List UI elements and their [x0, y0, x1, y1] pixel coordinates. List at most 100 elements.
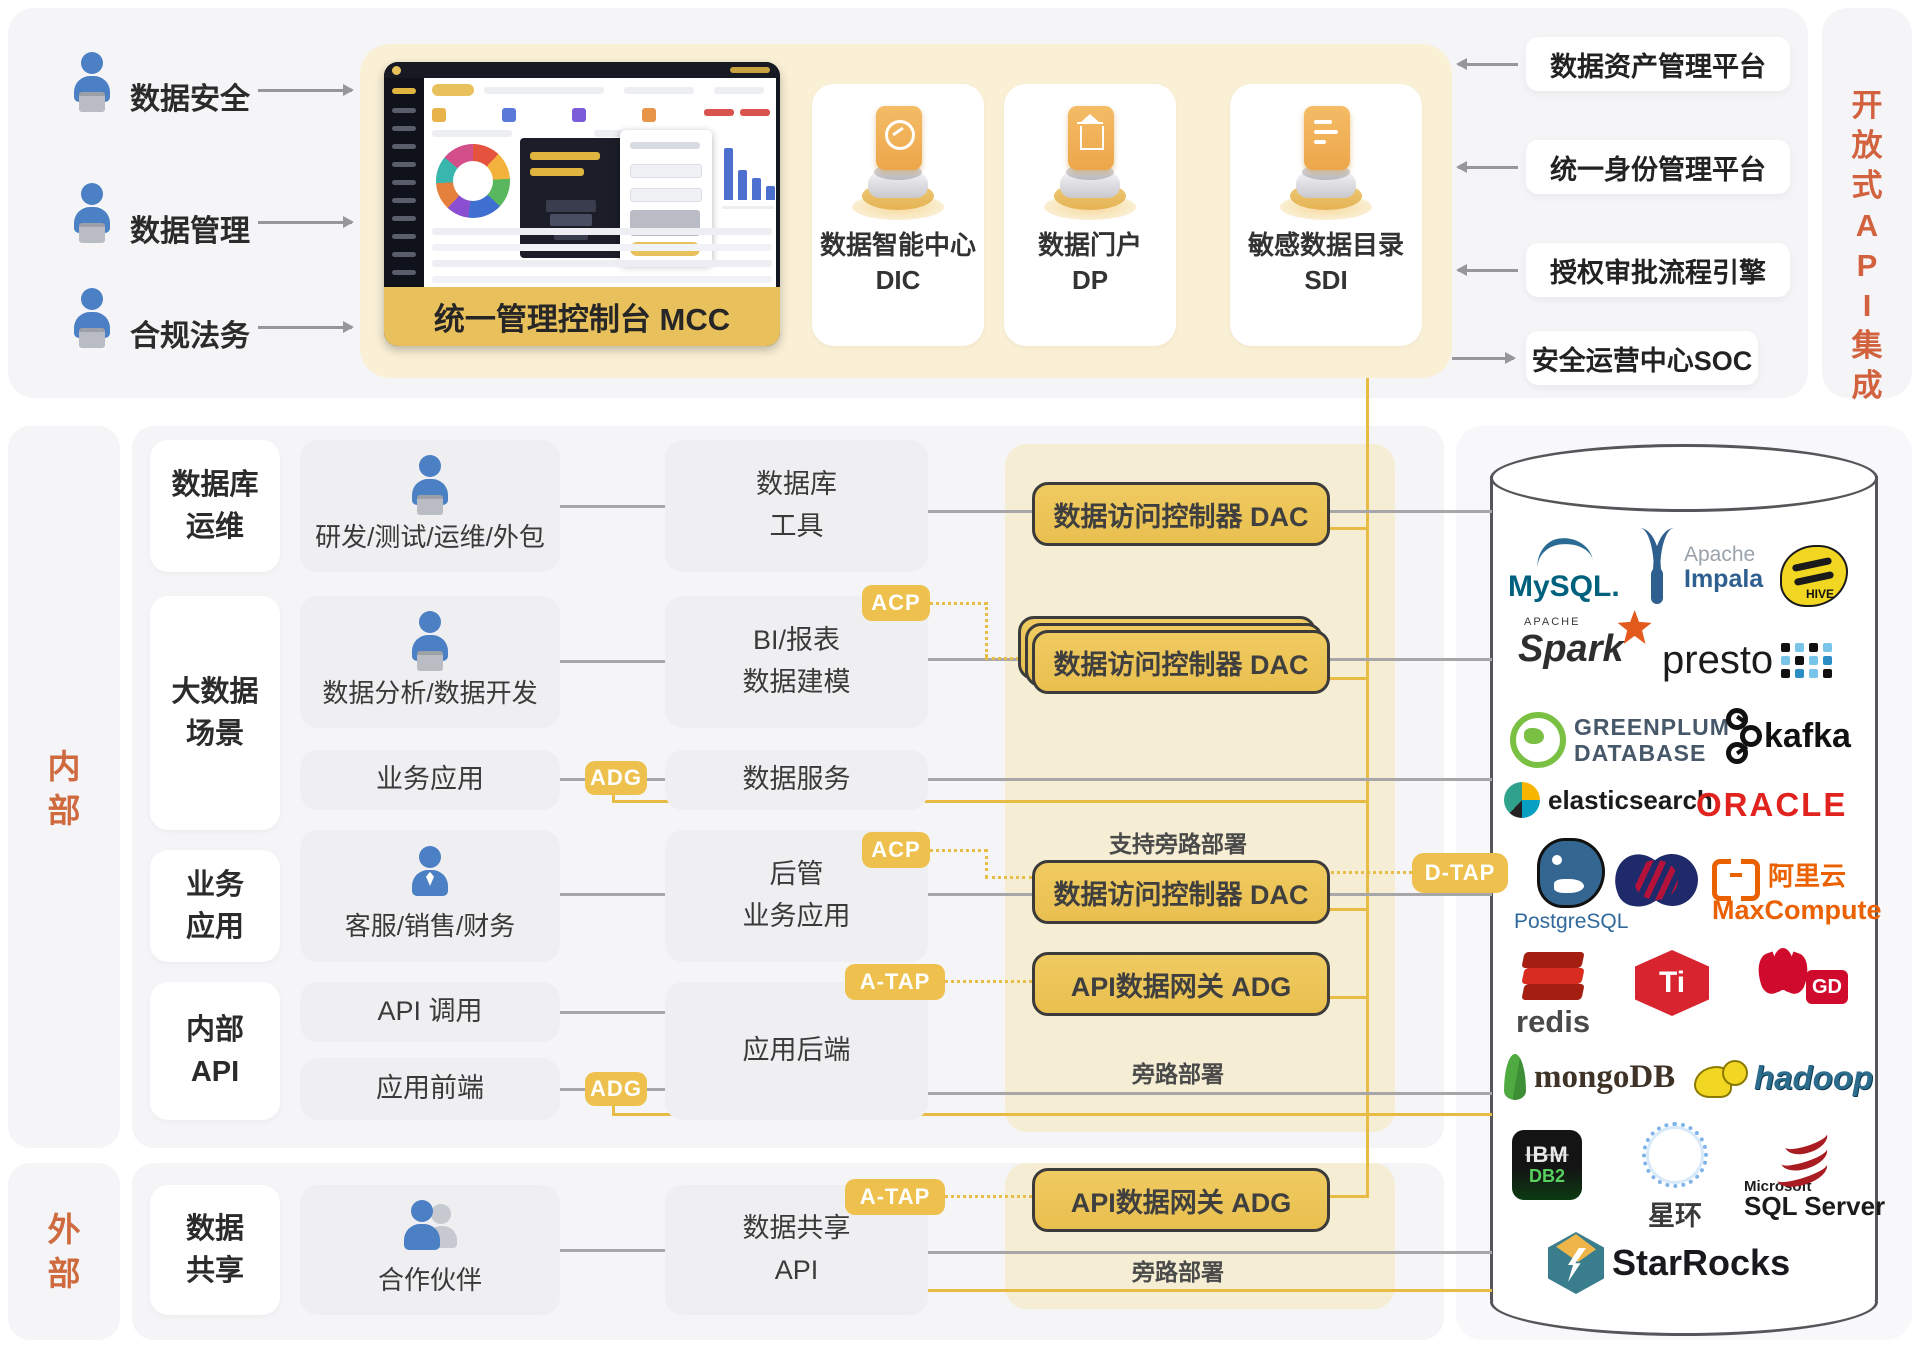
logo-tidb: Ti [1635, 950, 1709, 1016]
dac-box-2[interactable]: 数据访问控制器 DAC [1032, 630, 1330, 694]
module-card-sdi[interactable]: 敏感数据目录 SDI [1230, 84, 1422, 346]
bypass-elbow [612, 1105, 615, 1115]
logo-redis: redis [1516, 952, 1590, 1040]
logo-sqlserver: Microsoft SQL Server [1744, 1121, 1885, 1222]
acp-badge-bi: ACP [862, 585, 930, 621]
logo-spark: APACHE Spark [1518, 610, 1652, 671]
catalog-chip-icon [1266, 98, 1386, 228]
arrow-right-icon [1452, 352, 1516, 364]
login-card [620, 130, 712, 264]
control-link [1324, 908, 1366, 911]
user-label: 数据安全 [130, 83, 250, 116]
acp-dashed-link [930, 602, 987, 605]
group-label-business: 业务应用 [150, 850, 280, 962]
control-vertical-line [1366, 378, 1369, 1198]
starrocks-cube-icon [1548, 1232, 1604, 1294]
bypass-note-1: 旁路部署 [1132, 1061, 1224, 1087]
middle-box-db-tools: 数据库工具 [665, 440, 928, 572]
arrow-left-icon [1456, 161, 1518, 173]
module-name: 数据门户 [1037, 230, 1142, 260]
integration-box-approval-engine[interactable]: 授权审批流程引擎 [1526, 243, 1790, 297]
dtap-badge: D-TAP [1412, 853, 1508, 893]
user-label: 合规法务 [130, 320, 250, 353]
promo-modal [520, 138, 638, 258]
acp-dashed-link [985, 602, 988, 657]
console-sidebar [384, 78, 424, 287]
module-name: 数据智能中心 [819, 230, 976, 260]
arrow-left-icon [1456, 264, 1518, 276]
logo-hadoop: hadoop [1694, 1058, 1873, 1098]
module-card-dic[interactable]: 数据智能中心 DIC [812, 84, 984, 346]
connector-line [647, 778, 665, 781]
connector-line [560, 778, 585, 781]
aliyun-bracket-icon [1712, 858, 1760, 901]
db2-chip: IBM DB2 [1512, 1130, 1582, 1200]
person-laptop-icon [400, 610, 460, 671]
dac-box-3[interactable]: 数据访问控制器 DAC [1032, 860, 1330, 924]
logo-maxcompute: 阿里云 MaxCompute [1712, 856, 1882, 926]
transwarp-ring-icon [1642, 1122, 1708, 1188]
mongodb-leaf-icon [1504, 1054, 1526, 1100]
acp-badge-backoffice: ACP [862, 832, 930, 868]
client-box-partner: 合作伙伴 [300, 1185, 560, 1315]
sqlserver-swoosh-icon [1773, 1121, 1836, 1193]
logo-dm-database [1605, 845, 1707, 915]
acp-dashed-link [985, 849, 988, 878]
logo-greenplum: GREENPLUM DATABASE [1510, 712, 1730, 768]
bypass-line [612, 1113, 1492, 1116]
acp-dashed-link [985, 876, 1032, 879]
adg-badge-2: ADG [585, 1072, 647, 1106]
group-label-data-share: 数据共享 [150, 1185, 280, 1315]
arrow-right-icon [258, 216, 354, 228]
logo-mysql: MySQL. [1508, 535, 1620, 604]
integration-box-soc[interactable]: 安全运营中心SOC [1526, 331, 1758, 385]
dac-box-1[interactable]: 数据访问控制器 DAC [1032, 482, 1330, 546]
bypass-elbow [612, 792, 615, 802]
connector-line [1324, 510, 1492, 513]
gauge-chip-icon [838, 98, 958, 228]
atap-badge-1: A-TAP [845, 964, 945, 1000]
portal-chip-icon [1030, 98, 1150, 228]
gd-chip: GD [1806, 970, 1848, 1004]
atap-dashed-link [945, 980, 1032, 983]
connector-line [560, 1249, 665, 1252]
adg-gateway-box-2[interactable]: API数据网关 ADG [1032, 1168, 1330, 1232]
module-abbr: SDI [1304, 265, 1348, 296]
presto-dots-icon [1781, 643, 1833, 678]
connector-line [928, 778, 1492, 781]
connector-line [560, 1088, 585, 1091]
logo-impala: Apache Impala [1638, 528, 1763, 608]
person-tie-icon [400, 845, 460, 902]
user-icon-data-security [62, 52, 122, 114]
console-caption: 统一管理控制台 MCC [384, 287, 780, 346]
client-box-app-frontend: 应用前端 [300, 1058, 560, 1120]
adg-gateway-box-1[interactable]: API数据网关 ADG [1032, 952, 1330, 1016]
integration-box-asset-platform[interactable]: 数据资产管理平台 [1526, 37, 1790, 91]
logo-kafka: kafka [1726, 708, 1851, 764]
logo-elasticsearch: elasticsearch [1504, 782, 1713, 818]
logo-db2: IBM DB2 [1512, 1130, 1582, 1200]
user-icon-legal-compliance [62, 288, 122, 350]
integration-box-identity-platform[interactable]: 统一身份管理平台 [1526, 140, 1790, 194]
atap-badge-2: A-TAP [845, 1179, 945, 1215]
external-label-strip [8, 1163, 120, 1340]
logo-hive: HIVE [1780, 545, 1848, 607]
client-box-business-app: 业务应用 [300, 750, 560, 810]
control-link [1324, 996, 1366, 999]
logo-presto: presto [1662, 638, 1833, 683]
logo-transwarp: 星环 [1642, 1122, 1708, 1233]
connector-line [560, 660, 665, 663]
client-box-analyst: 数据分析/数据开发 [300, 596, 560, 728]
module-abbr: DP [1071, 265, 1109, 296]
console-titlebar [384, 62, 780, 78]
module-card-dp[interactable]: 数据门户 DP [1004, 84, 1176, 346]
hadoop-elephant-icon [1694, 1058, 1748, 1098]
person-laptop-icon [400, 454, 460, 515]
huawei-flower-icon [1751, 948, 1815, 1004]
tidb-cube-icon: Ti [1635, 950, 1709, 1016]
bypass-line [700, 1289, 1492, 1292]
connector-line [928, 510, 1032, 513]
acp-dashed-link [930, 849, 987, 852]
